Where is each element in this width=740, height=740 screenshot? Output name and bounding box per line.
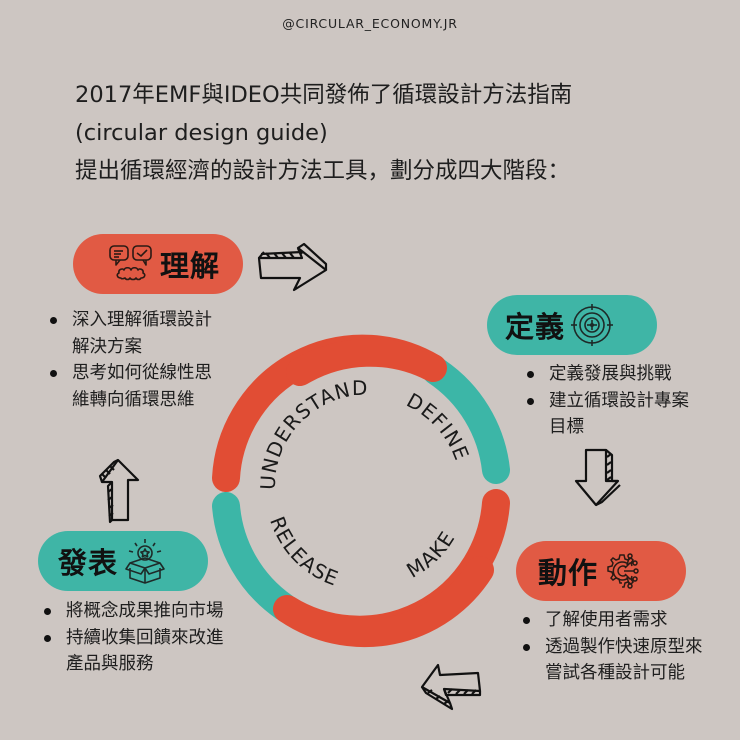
bullet-item: 思考如何從線性思 維轉向循環思維 <box>46 360 212 413</box>
bullet-item: 定義發展與挑戰 <box>523 361 689 388</box>
ring-arc-release <box>212 492 298 621</box>
stage-define-bullets: 定義發展與挑戰 建立循環設計專案 目標 <box>523 361 689 441</box>
chat-brain-icon <box>109 245 152 281</box>
stage-define-title: 定義 <box>505 310 566 344</box>
bullet-item: 了解使用者需求 <box>519 607 703 634</box>
stage-release-title: 發表 <box>58 546 119 580</box>
bullet-item: 持續收集回饋來改進 產品與服務 <box>40 625 224 678</box>
account-handle: @CIRCULAR_ECONOMY.JR <box>282 16 458 31</box>
stage-make-bullets: 了解使用者需求 透過製作快速原型來 嘗試各種設計可能 <box>519 607 703 687</box>
arrow-down-icon <box>574 448 621 507</box>
stage-make-title: 動作 <box>538 556 599 590</box>
ring-arc-define <box>422 357 510 484</box>
ring-label-define: DEFINE <box>403 388 474 464</box>
ring-label-release: RELEASE <box>265 513 342 591</box>
stage-make-pill: 動作 <box>516 541 686 601</box>
bullet-item: 將概念成果推向市場 <box>40 598 224 625</box>
arrow-left-icon <box>420 663 482 711</box>
stage-release-bullets: 將概念成果推向市場 持續收集回饋來改進 產品與服務 <box>40 598 224 678</box>
bullet-item: 建立循環設計專案 目標 <box>523 388 689 441</box>
target-icon <box>571 304 614 346</box>
stage-define-pill: 定義 <box>487 295 657 355</box>
ring-label-understand: UNDERSTAND <box>256 376 369 490</box>
intro-line-2: (circular design guide) <box>75 120 328 146</box>
intro-line-1: 2017年EMF與IDEO共同發佈了循環設計方法指南 <box>75 82 573 108</box>
arrow-up-icon <box>98 458 140 524</box>
bullet-item: 深入理解循環設計 解決方案 <box>46 307 212 360</box>
ring-arc-make <box>273 489 510 644</box>
stage-understand-title: 理解 <box>160 249 221 283</box>
ring-arc-understand <box>212 334 447 492</box>
stage-understand-bullets: 深入理解循環設計 解決方案 思考如何從線性思 維轉向循環思維 <box>46 307 212 413</box>
arrow-right-icon <box>257 242 328 292</box>
stage-release-pill: 發表 <box>38 531 208 591</box>
ring-label-make: MAKE <box>402 526 459 582</box>
intro-line-3: 提出循環經濟的設計方法工具，劃分成四大階段： <box>75 158 571 184</box>
box-star-icon <box>125 539 165 584</box>
intro-text: 2017年EMF與IDEO共同發佈了循環設計方法指南 (circular des… <box>75 76 695 190</box>
gear-circuit-icon <box>607 553 639 589</box>
bullet-item: 透過製作快速原型來 嘗試各種設計可能 <box>519 634 703 687</box>
stage-understand-pill: 理解 <box>73 234 243 294</box>
